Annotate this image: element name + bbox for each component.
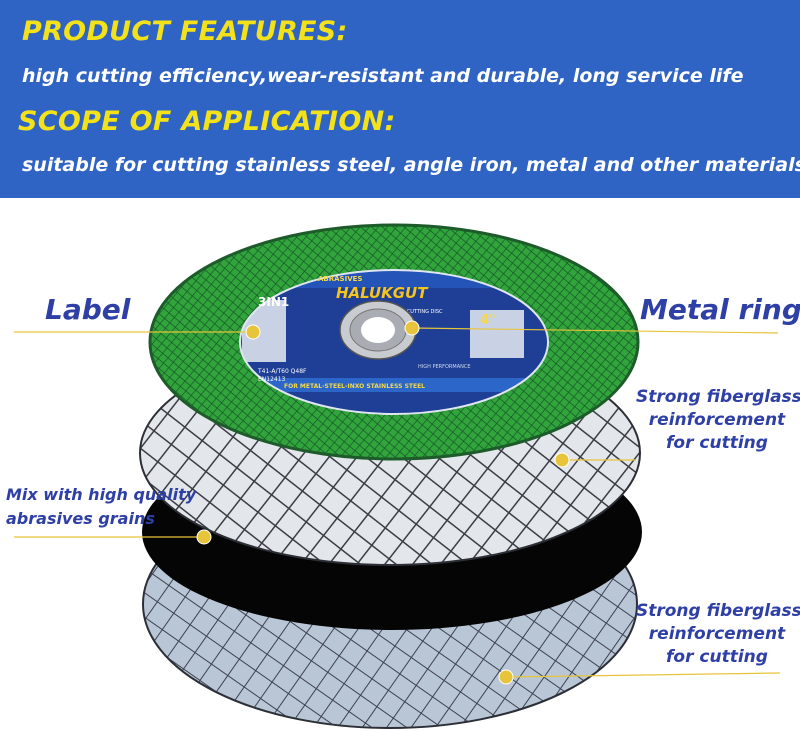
callout-fiberglass-top: Strong fiberglass reinforcement for cutt… bbox=[636, 386, 800, 455]
label-brand: HALUKGUT bbox=[336, 284, 429, 302]
header-banner: PRODUCT FEATURES: high cutting efficienc… bbox=[0, 0, 800, 198]
label-spec-1: T41-A/T60 Q48F bbox=[257, 368, 307, 375]
features-text: high cutting efficiency,wear-resistant a… bbox=[22, 65, 744, 87]
scope-text: suitable for cutting stainless steel, an… bbox=[22, 154, 800, 176]
callout-fiberglass-top-line-3: for cutting bbox=[666, 433, 768, 453]
product-diagram: ABRASIVES HALUKGUT 3IN1 3-IN-1 METAL CUT… bbox=[0, 198, 800, 732]
label-badge: 3IN1 bbox=[258, 295, 289, 309]
label-bottom-text: FOR METAL-STEEL-INXO STAINLESS STEEL bbox=[284, 383, 425, 390]
callout-fiberglass-bottom-line-2: reinforcement bbox=[648, 624, 786, 644]
callout-label: Label bbox=[45, 293, 131, 326]
callout-dots bbox=[196, 320, 570, 685]
callout-metal-ring: Metal ring bbox=[640, 293, 800, 326]
leader-lines bbox=[14, 327, 781, 678]
callout-fiberglass-bottom-line-3: for cutting bbox=[666, 647, 768, 667]
scope-title: SCOPE OF APPLICATION: bbox=[18, 106, 396, 137]
features-title: PRODUCT FEATURES: bbox=[22, 16, 348, 47]
label-brand-small: ABRASIVES bbox=[318, 275, 362, 283]
callout-abrasives: Mix with high quality abrasives grains bbox=[6, 483, 196, 531]
callout-fiberglass-bottom: Strong fiberglass reinforcement for cutt… bbox=[636, 600, 800, 669]
callout-fiberglass-top-line-2: reinforcement bbox=[648, 410, 786, 430]
callout-fiberglass-bottom-line-1: Strong fiberglass bbox=[636, 601, 800, 621]
label-ceramic: HIGH PERFORMANCE bbox=[418, 364, 471, 370]
label-spec-2: EN12413 bbox=[258, 376, 286, 383]
disc-stack-illustration: ABRASIVES HALUKGUT 3IN1 3-IN-1 METAL CUT… bbox=[14, 223, 781, 729]
label-size: 4" bbox=[480, 313, 496, 328]
arbor-hole bbox=[361, 317, 395, 343]
callout-abrasives-line-2: abrasives grains bbox=[6, 509, 155, 528]
callout-abrasives-line-1: Mix with high quality bbox=[6, 485, 197, 504]
callout-fiberglass-top-line-1: Strong fiberglass bbox=[636, 387, 800, 407]
